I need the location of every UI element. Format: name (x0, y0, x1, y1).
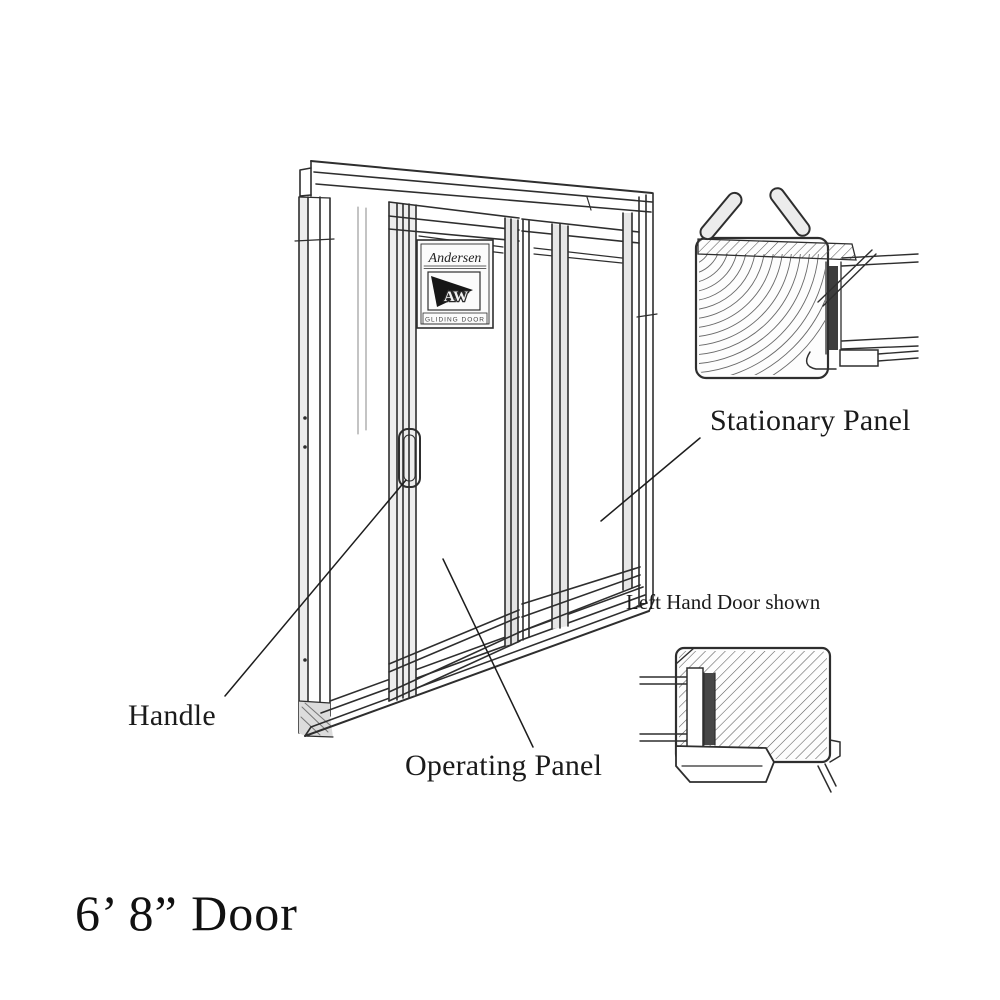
handle-label: Handle (128, 699, 216, 732)
stationary-panel-label: Stationary Panel (710, 404, 911, 437)
door-frame-drawing (294, 160, 658, 738)
operating-panel-drawing (388, 201, 521, 702)
door-handle-drawing (398, 428, 421, 488)
andersen-monogram-text: AW (444, 289, 468, 305)
operating-panel-label: Operating Panel (405, 749, 603, 782)
leader-lines (224, 437, 701, 748)
door-assembly-drawing: Andersen AW GLIDING DOOR (224, 160, 701, 748)
stationary-panel-drawing (521, 212, 641, 641)
door-size-title: 6’ 8” Door (75, 885, 298, 941)
stationary-panel-leader-line (600, 437, 701, 522)
handle-leader-line (224, 479, 407, 697)
sill-cross-section (639, 646, 841, 793)
andersen-brand-text: Andersen (428, 251, 482, 266)
andersen-caption-text: GLIDING DOOR (425, 317, 485, 324)
andersen-brand-label: Andersen AW GLIDING DOOR (416, 239, 494, 329)
diagonal-hatching (679, 651, 827, 759)
operating-panel-leader-line (442, 558, 534, 748)
head-jamb-cross-section (694, 187, 919, 380)
left-hand-door-note: Left Hand Door shown (626, 590, 821, 614)
